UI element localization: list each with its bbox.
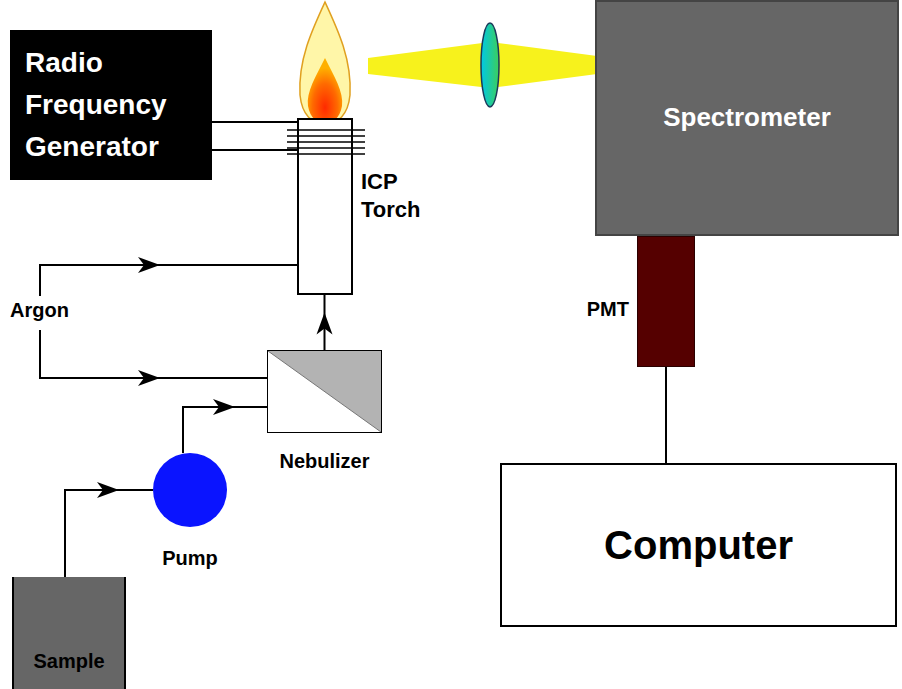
connector-line <box>665 367 667 463</box>
pmt-tube: PMT <box>637 236 695 367</box>
sample-beaker: Sample <box>12 577 126 689</box>
gas-label: Argon <box>10 299 69 322</box>
node-label: Spectrometer <box>663 102 831 133</box>
connector-line <box>212 121 297 123</box>
computer-box: Computer <box>500 463 897 627</box>
plasma-core <box>308 58 343 124</box>
arrow-head <box>317 313 333 335</box>
arrow-head <box>213 399 235 415</box>
node-label: Computer <box>604 521 793 569</box>
spray-chamber <box>268 351 381 432</box>
plasma-flame <box>300 2 350 124</box>
generator-box: Radio Frequency Generator <box>10 30 212 180</box>
arrow-head <box>138 370 160 386</box>
pump-circle: Pump <box>153 453 227 527</box>
light-beam <box>490 42 597 88</box>
coil-turn <box>287 153 365 155</box>
coil-turn <box>287 147 365 149</box>
lens <box>481 23 499 107</box>
connector-line <box>183 407 267 453</box>
spectrometer-box: Spectrometer <box>595 0 899 236</box>
load-coil <box>287 122 367 162</box>
torch-tube: ICP Torch <box>297 118 353 295</box>
node-label: Nebulizer <box>279 449 369 473</box>
node-label: Pump <box>162 546 218 570</box>
connector-line <box>212 149 297 151</box>
node-label: PMT <box>587 297 629 321</box>
light-beam <box>368 42 490 88</box>
nebulizer-box: Nebulizer <box>267 350 382 433</box>
coil-turn <box>287 141 365 143</box>
arrow-head <box>138 257 160 273</box>
argon-line <box>40 330 267 378</box>
nebulizer-chamber <box>268 351 381 432</box>
node-label: Radio Frequency Generator <box>25 42 167 168</box>
arrow-head <box>97 482 119 498</box>
node-label: ICP Torch <box>361 168 420 223</box>
connector-line <box>65 490 153 577</box>
chamber-edge <box>268 351 381 432</box>
coil-turn <box>287 135 365 137</box>
argon-line <box>40 265 297 296</box>
node-label: Sample <box>33 649 104 673</box>
coil-turn <box>287 129 365 131</box>
